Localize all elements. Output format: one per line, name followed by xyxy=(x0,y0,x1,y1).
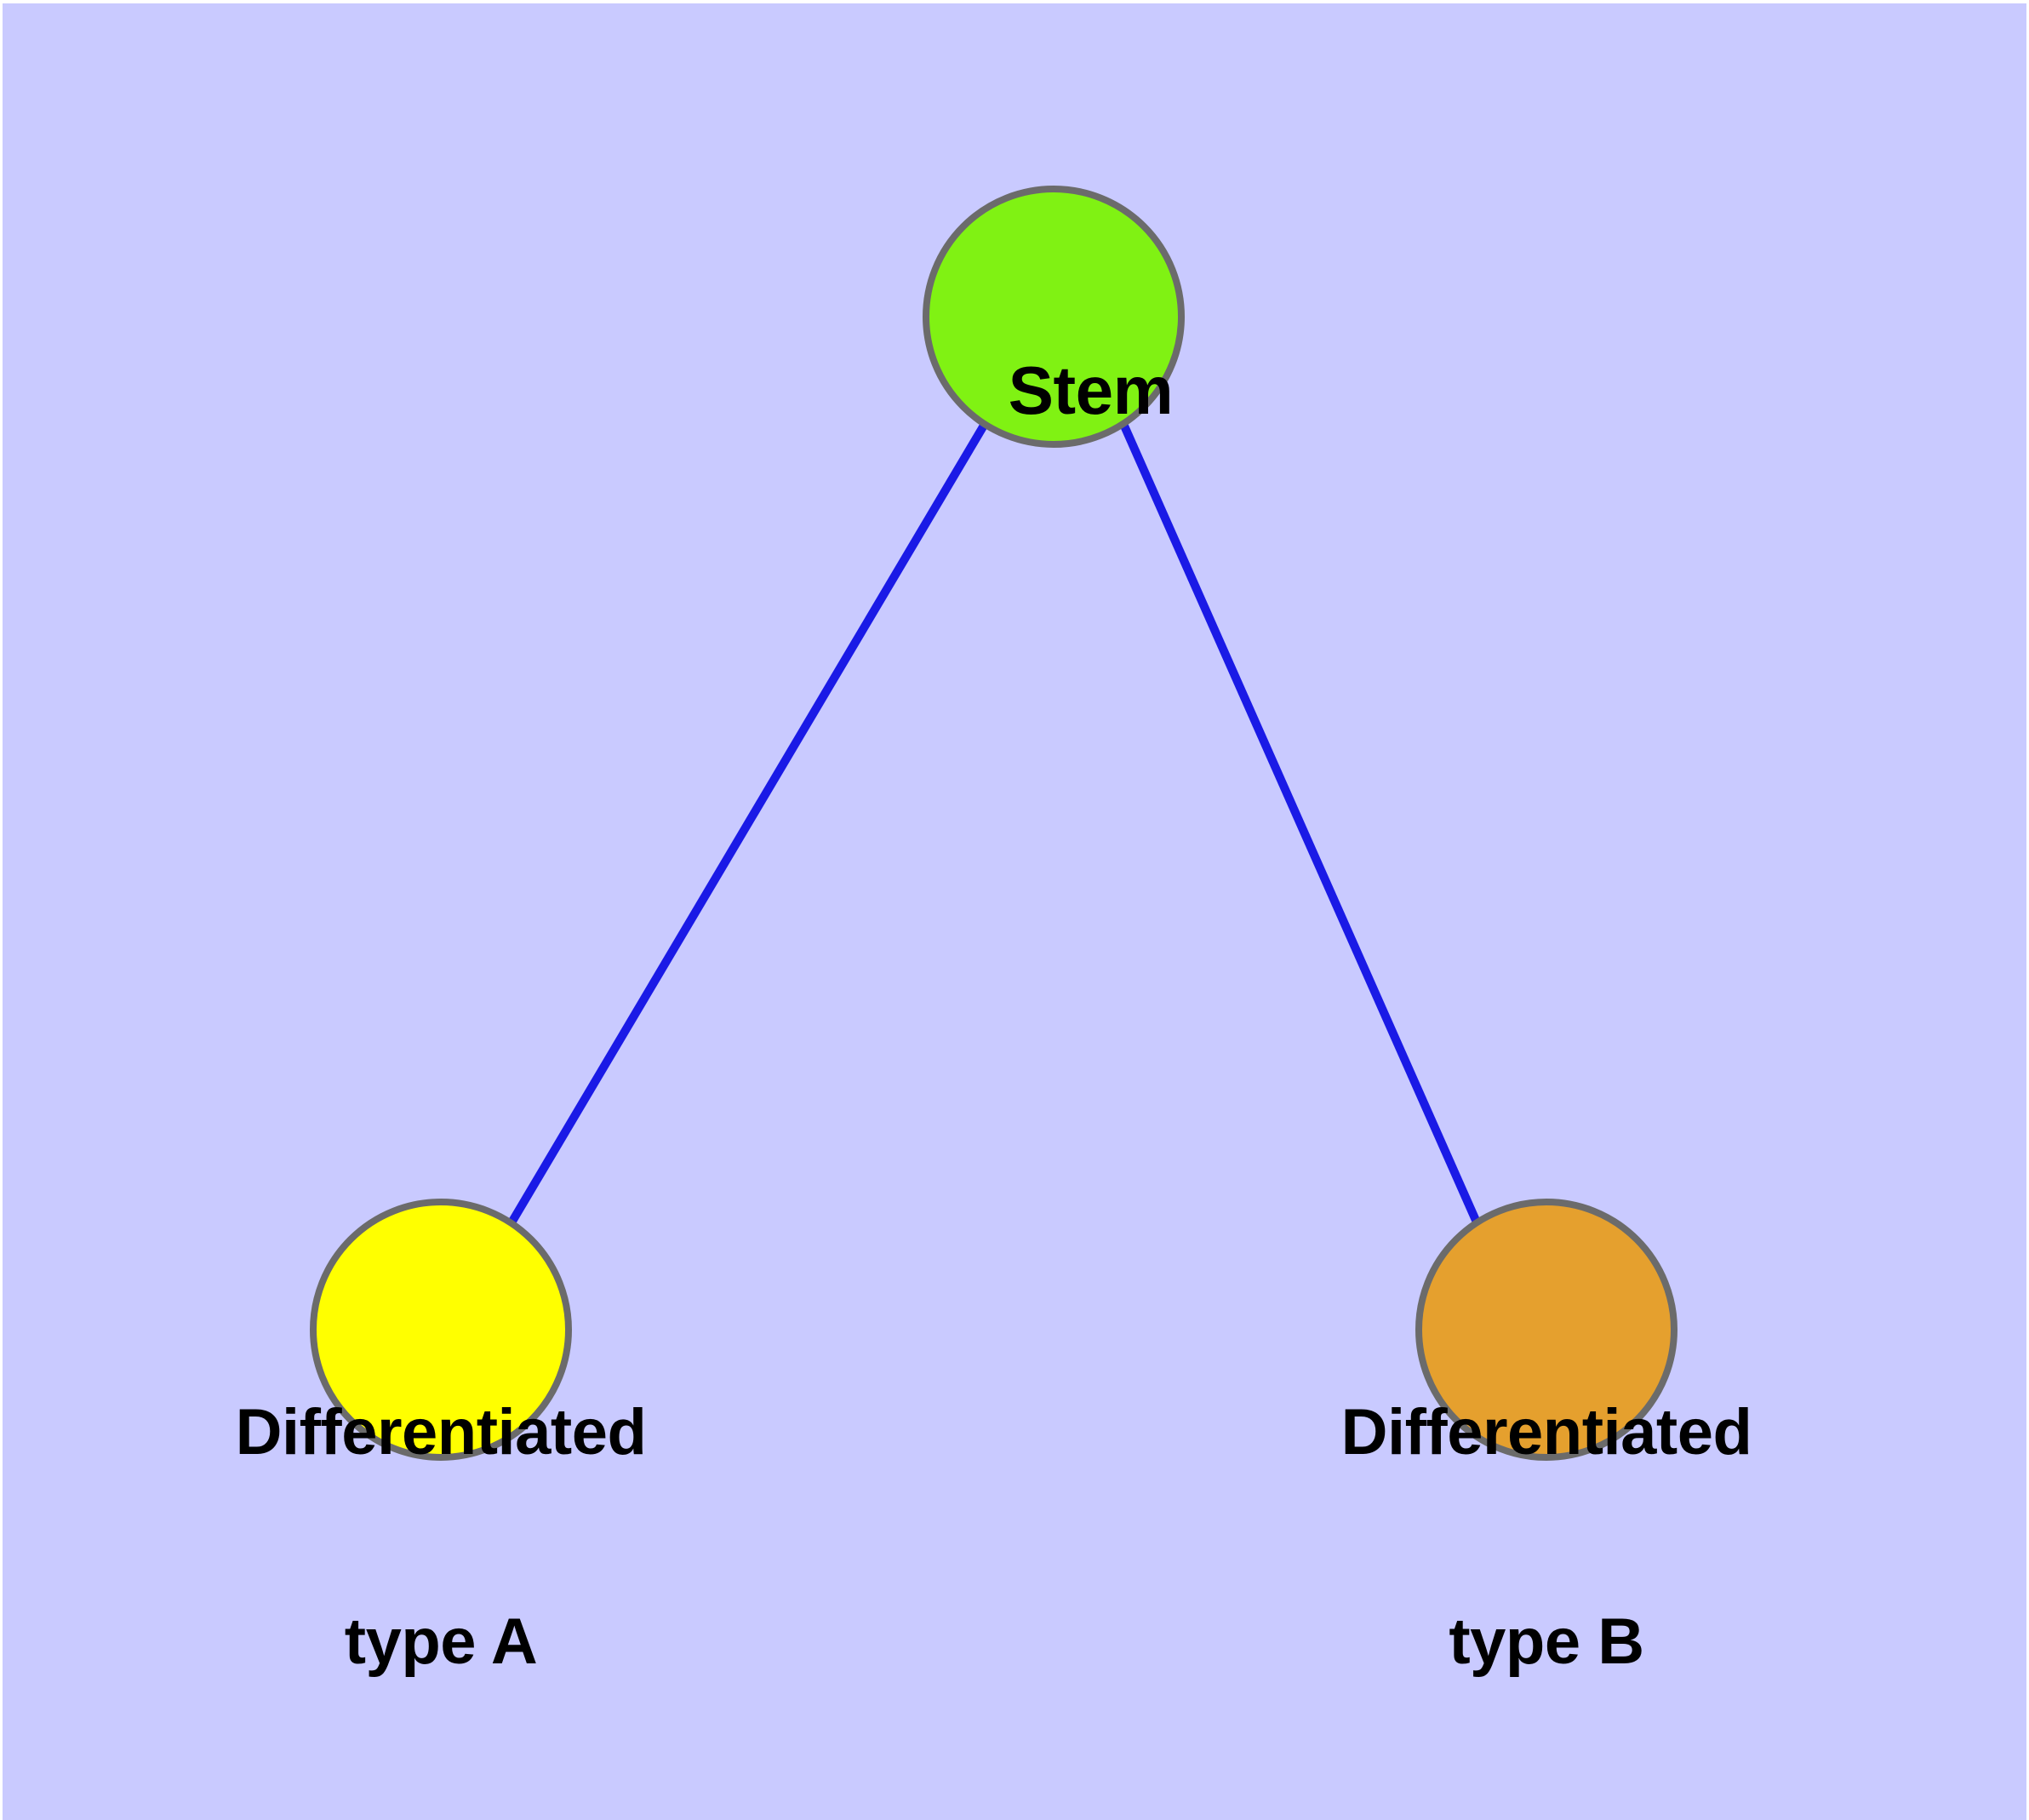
node-stem-circle[interactable] xyxy=(923,186,1185,448)
node-layer xyxy=(310,186,1677,1461)
edge-layer xyxy=(506,421,1482,1227)
node-diff-a-circle[interactable] xyxy=(310,1199,572,1461)
edge-stem-to-diff-a[interactable] xyxy=(506,421,989,1227)
node-diff-b-circle[interactable] xyxy=(1415,1199,1677,1461)
edge-stem-to-diff-b[interactable] xyxy=(1119,421,1482,1227)
